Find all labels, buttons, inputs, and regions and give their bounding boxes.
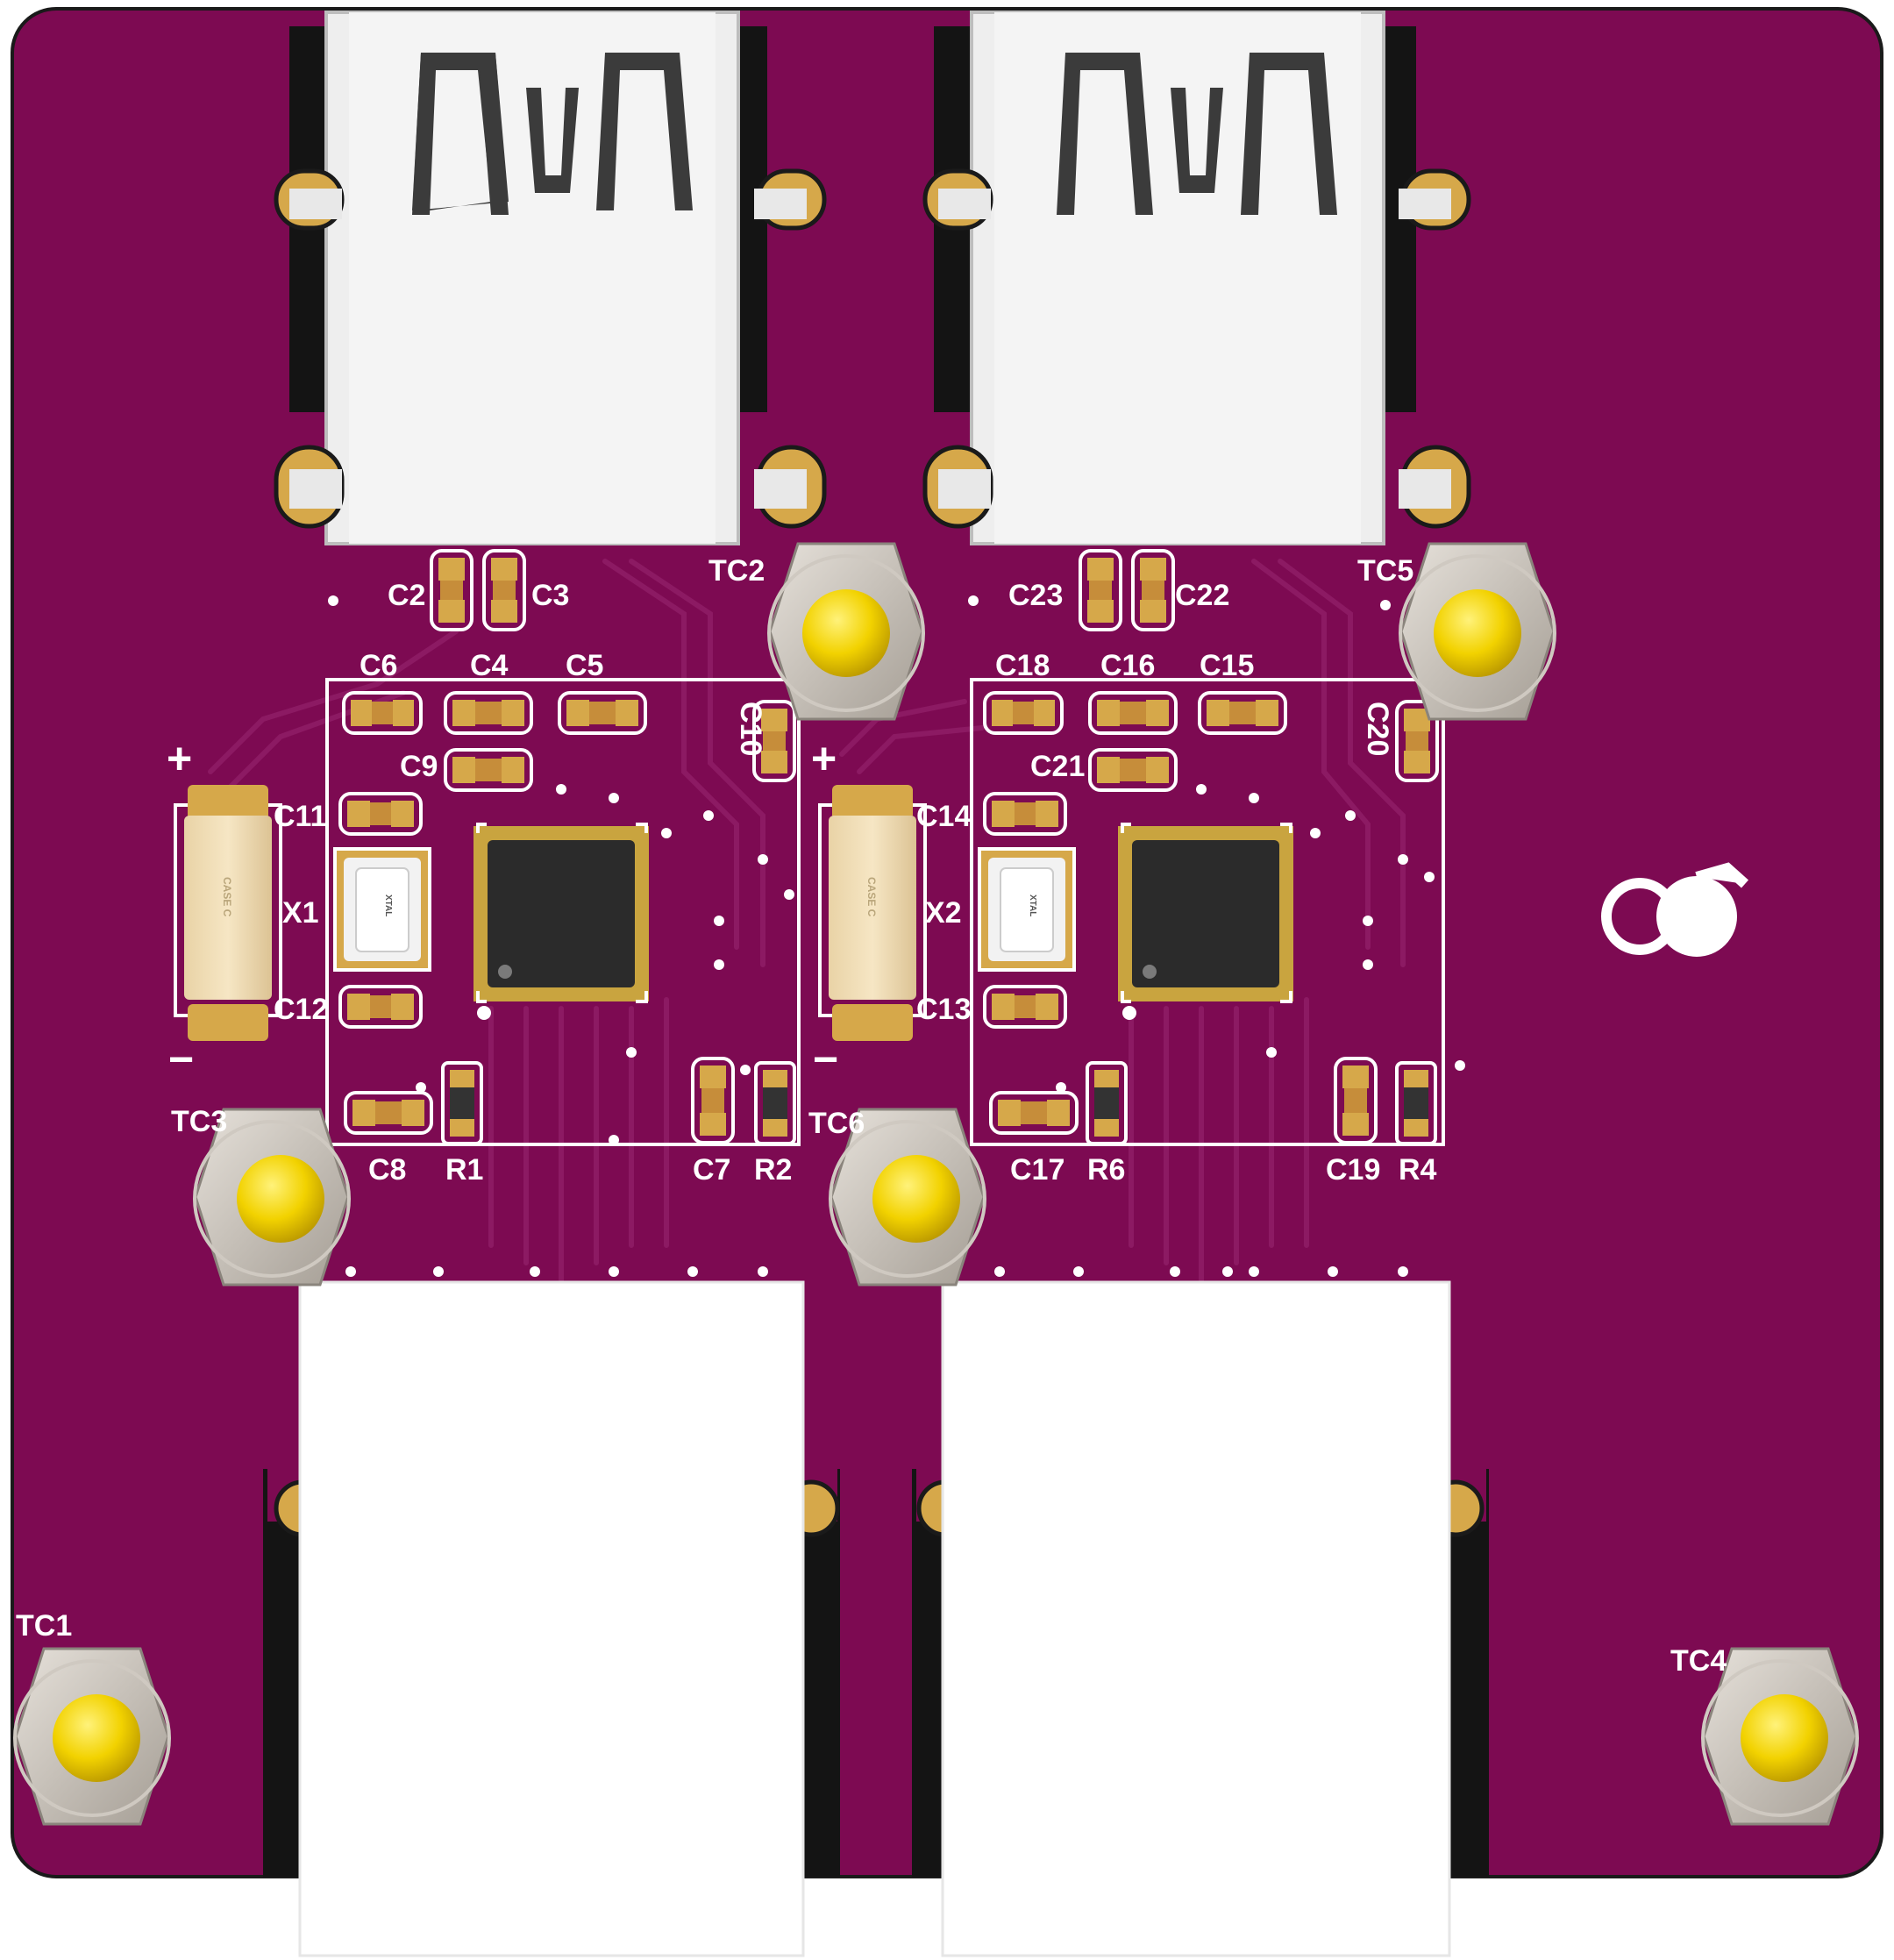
polarity-minus-right: −	[813, 1035, 838, 1084]
label-c13: C13	[916, 993, 971, 1026]
crystal-x1	[333, 847, 431, 972]
smd-resistors	[441, 1061, 1437, 1145]
crystal-marking-left: XTAL	[383, 894, 393, 916]
brand-logo-icon	[1601, 862, 1749, 957]
crystal-x2	[978, 847, 1076, 972]
tantalum-marking-left: CASE C	[221, 877, 233, 917]
tantalum-cap-left	[174, 785, 282, 1041]
label-c9: C9	[400, 750, 438, 783]
label-c14: C14	[916, 800, 971, 833]
mounting-nut-tc6	[829, 1108, 986, 1286]
mounting-nut-tc3	[193, 1108, 351, 1286]
label-tc3: TC3	[171, 1105, 227, 1138]
label-c4: C4	[470, 649, 509, 682]
label-tc5: TC5	[1357, 554, 1413, 588]
lower-connector-right	[912, 1280, 1489, 1957]
label-c2: C2	[388, 579, 425, 612]
label-x1: X1	[282, 896, 319, 930]
label-tc2: TC2	[708, 554, 765, 588]
usb-a-connector-right	[922, 11, 1471, 545]
module-outline-left	[325, 678, 801, 1146]
label-c15: C15	[1200, 649, 1254, 682]
mounting-nut-tc5	[1399, 542, 1556, 721]
qfn-ic-left	[474, 823, 649, 1020]
module-outline-right	[970, 678, 1445, 1146]
label-r4: R4	[1399, 1153, 1437, 1187]
label-tc4: TC4	[1670, 1644, 1727, 1678]
label-c10: C10	[734, 702, 767, 756]
label-c5: C5	[566, 649, 603, 682]
label-r1: R1	[445, 1153, 483, 1187]
polarity-plus-right: +	[811, 734, 837, 783]
label-c12: C12	[274, 993, 328, 1026]
label-c21: C21	[1030, 750, 1085, 783]
label-x2: X2	[925, 896, 962, 930]
label-c11: C11	[274, 800, 327, 833]
tantalum-cap-right	[818, 785, 927, 1041]
label-r6: R6	[1087, 1153, 1125, 1187]
mounting-nut-tc1	[13, 1647, 171, 1826]
vias	[328, 595, 1465, 1277]
label-c19: C19	[1326, 1153, 1380, 1187]
mounting-nut-tc2	[767, 542, 925, 721]
label-r2: R2	[754, 1153, 792, 1187]
label-c17: C17	[1010, 1153, 1064, 1187]
label-c16: C16	[1100, 649, 1155, 682]
smd-capacitors	[338, 691, 1287, 1135]
copper-traces	[208, 559, 1406, 1423]
polarity-plus-left: +	[167, 734, 192, 783]
qfn-ic-right	[1118, 823, 1293, 1020]
label-c20: C20	[1361, 702, 1394, 756]
label-c3: C3	[531, 579, 569, 612]
label-c23: C23	[1008, 579, 1063, 612]
tantalum-marking-right: CASE C	[865, 877, 878, 917]
label-tc1: TC1	[16, 1609, 72, 1643]
label-c18: C18	[995, 649, 1050, 682]
usb-a-connector-left	[274, 11, 827, 545]
label-tc6: TC6	[808, 1107, 865, 1140]
mounting-nut-tc4	[1701, 1647, 1859, 1826]
label-c8: C8	[368, 1153, 406, 1187]
lower-connector-left	[263, 1280, 840, 1957]
crystal-marking-right: XTAL	[1028, 894, 1037, 916]
label-c22: C22	[1175, 579, 1229, 612]
label-c6: C6	[360, 649, 397, 682]
label-c7: C7	[693, 1153, 730, 1187]
polarity-minus-left: −	[168, 1035, 194, 1084]
